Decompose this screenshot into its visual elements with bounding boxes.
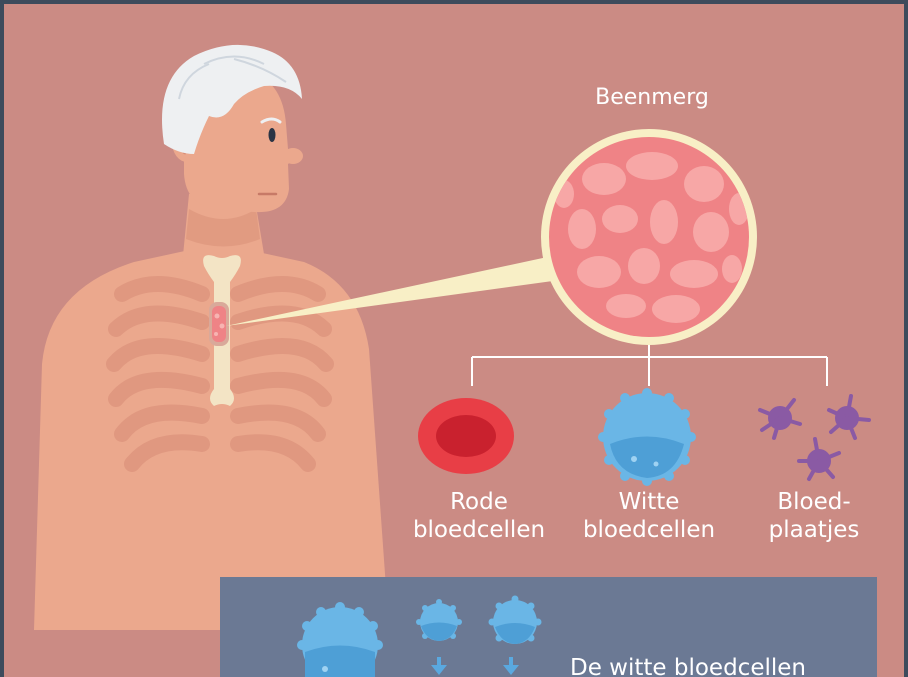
platelets-label: Bloed- plaatjes: [749, 488, 879, 544]
person-figure: [34, 45, 389, 630]
red-blood-cells-label: Rode bloedcellen: [399, 488, 559, 544]
small-white-cell: [416, 599, 462, 675]
white-blood-cells-label: Witte bloedcellen: [564, 488, 734, 544]
panel-caption: De witte bloedcellen: [570, 655, 806, 677]
illustration-canvas: Beenmerg Rode bloedcellen Witte bloedcel…: [4, 4, 904, 677]
platelets: [760, 396, 869, 479]
bone-marrow-circle: [541, 129, 757, 345]
connector-lines: [472, 345, 827, 386]
small-white-cell: [489, 596, 542, 676]
white-cells-info-panel: De witte bloedcellen: [220, 577, 877, 677]
head: [162, 45, 303, 212]
bone-marrow-label: Beenmerg: [552, 84, 752, 112]
large-white-cell: [297, 602, 383, 677]
red-blood-cell: [418, 398, 514, 474]
white-blood-cell: [598, 388, 696, 486]
